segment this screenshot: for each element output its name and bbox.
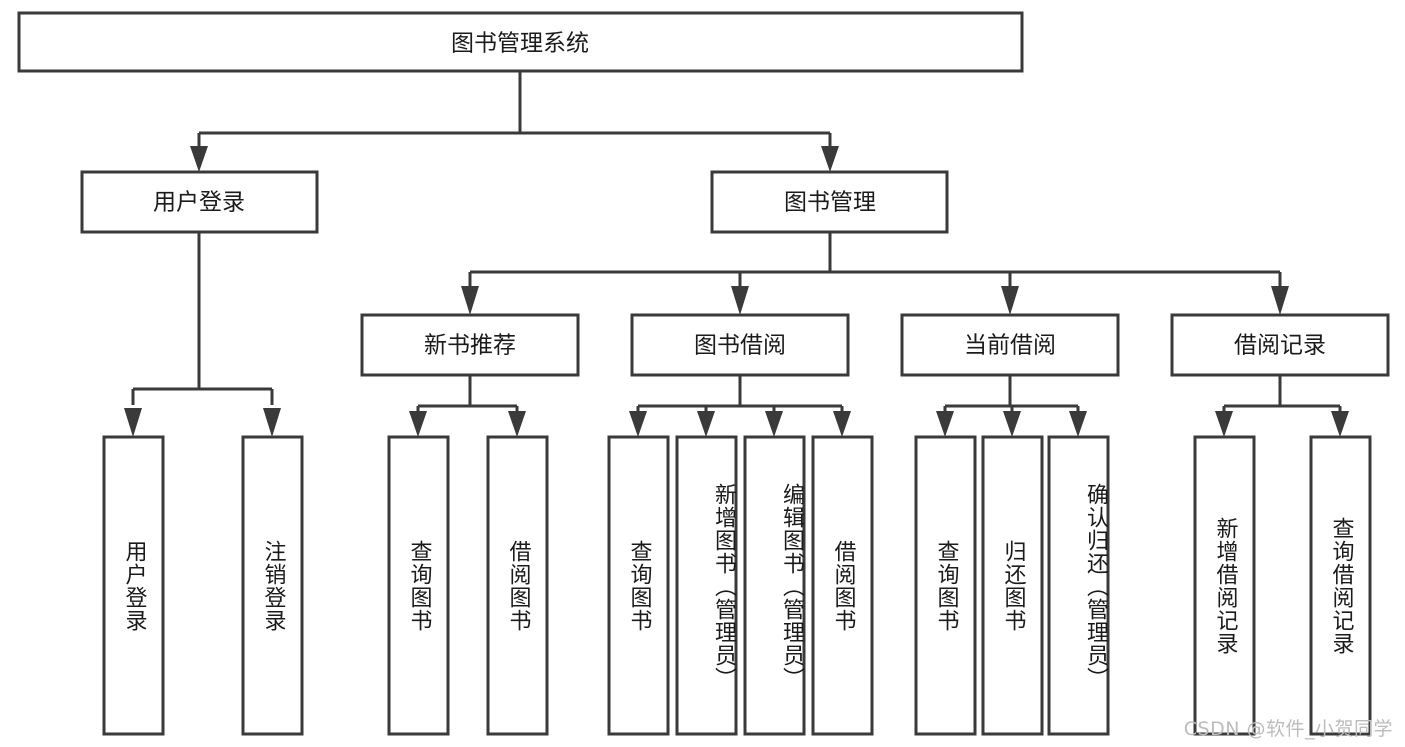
connector-root-to-level2: [190, 71, 839, 172]
node-current-borrow-rect: [900, 313, 1120, 377]
leaf-box-edit-book-admin[interactable]: [743, 435, 806, 736]
connector-currentborrow-to-leaves: [936, 375, 1087, 437]
leaf-box-query-book-current[interactable]: [914, 435, 977, 736]
connector-userlogin-to-leaves: [124, 232, 281, 437]
arrow-head-icon: [697, 411, 715, 437]
node-user-login-rect: [80, 170, 319, 234]
arrow-head-icon: [190, 146, 208, 172]
leaf-box-borrow-book-borrow[interactable]: [811, 435, 874, 736]
arrow-head-icon: [1271, 286, 1289, 315]
arrow-head-icon: [461, 286, 479, 315]
arrow-head-icon: [936, 411, 954, 437]
arrow-head-icon: [263, 408, 281, 437]
leaf-box-query-book-newbook[interactable]: [387, 435, 450, 736]
arrow-head-icon: [1001, 286, 1019, 315]
node-root-system[interactable]: 图书管理系统: [17, 11, 1024, 73]
csdn-watermark: CSDN @软件_小贺同学: [1183, 718, 1393, 740]
node-new-book-recommend-label: 新书推荐: [424, 333, 516, 359]
node-book-management[interactable]: 图书管理: [710, 170, 949, 234]
arrow-head-icon: [833, 411, 851, 437]
leaf-box-add-borrow-record[interactable]: [1193, 435, 1256, 736]
arrow-head-icon: [1069, 411, 1087, 437]
arrow-head-icon: [629, 411, 647, 437]
leaf-box-logout[interactable]: [241, 435, 304, 736]
leaf-box-confirm-return-admin[interactable]: [1047, 435, 1110, 736]
arrow-head-icon: [731, 286, 749, 315]
leaf-box-borrow-book-newbook[interactable]: [486, 435, 549, 736]
node-new-book-recommend[interactable]: 新书推荐: [360, 313, 580, 377]
node-book-borrow-label: 图书借阅: [694, 333, 786, 359]
arrow-head-icon: [508, 411, 526, 437]
arrow-head-icon: [124, 408, 142, 437]
node-new-book-recommend-rect: [360, 313, 580, 377]
leaf-box-query-book-borrow[interactable]: [607, 435, 670, 736]
arrow-head-icon: [821, 146, 839, 172]
node-root-system-label: 图书管理系统: [451, 31, 589, 57]
connector-borrowrecord-to-leaves: [1215, 375, 1349, 437]
leaf-box-query-borrow-record[interactable]: [1309, 435, 1372, 736]
node-root-system-rect: [17, 11, 1024, 73]
node-user-login[interactable]: 用户登录: [80, 170, 319, 234]
arrow-head-icon: [1215, 411, 1233, 437]
node-borrow-record[interactable]: 借阅记录: [1170, 313, 1390, 377]
node-current-borrow[interactable]: 当前借阅: [900, 313, 1120, 377]
arrow-head-icon: [409, 411, 427, 437]
leaf-box-return-book[interactable]: [981, 435, 1044, 736]
connector-newbook-to-leaves: [409, 375, 526, 437]
node-book-borrow[interactable]: 图书借阅: [630, 313, 850, 377]
connector-bookborrow-to-leaves: [629, 375, 851, 437]
connector-bookmgmt-to-level3: [461, 232, 1289, 315]
leaf-box-add-book-admin[interactable]: [675, 435, 738, 736]
arrow-head-icon: [1003, 411, 1021, 437]
leaf-box-user-login[interactable]: [102, 435, 165, 736]
arrow-head-icon: [765, 411, 783, 437]
arrow-head-icon: [1331, 411, 1349, 437]
node-user-login-label: 用户登录: [153, 190, 245, 216]
node-book-management-label: 图书管理: [784, 190, 876, 216]
node-current-borrow-label: 当前借阅: [964, 333, 1056, 359]
node-borrow-record-label: 借阅记录: [1234, 333, 1326, 359]
